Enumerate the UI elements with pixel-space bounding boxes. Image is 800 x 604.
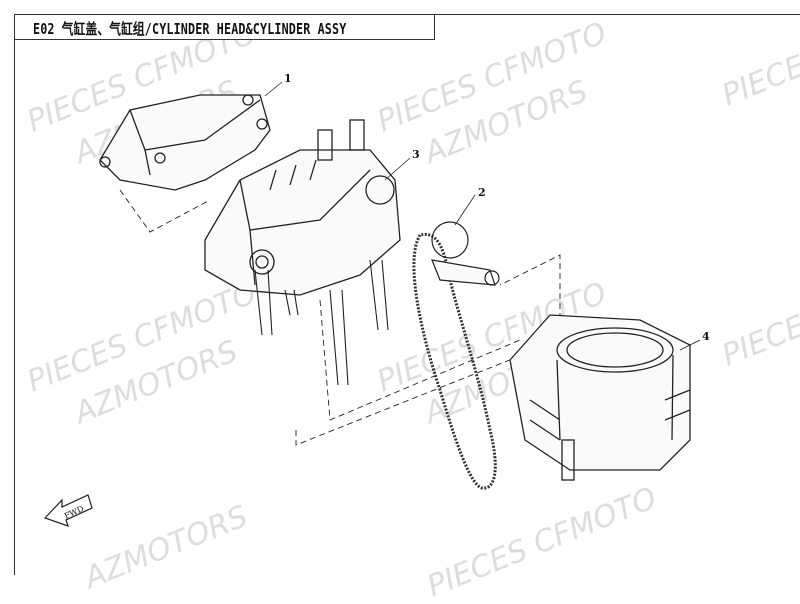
callout-2: 2 (478, 186, 486, 199)
cylinder-block (509, 314, 691, 481)
callout-leaders (264, 81, 701, 351)
cylinder-head (204, 119, 401, 296)
exploded-parts-diagram: FWD (43, 81, 701, 527)
camshaft-sprocket (431, 221, 500, 286)
valve-cover (99, 94, 271, 191)
cylinder-studs (254, 259, 389, 386)
page-title: E02 气缸盖、气缸组/CYLINDER HEAD&CYLINDER ASSY (33, 20, 347, 38)
callout-1: 1 (284, 72, 292, 85)
title-box: E02 气缸盖、气缸组/CYLINDER HEAD&CYLINDER ASSY (14, 14, 435, 40)
callout-4: 4 (702, 330, 710, 343)
fwd-arrow-icon (43, 494, 93, 527)
callout-3: 3 (412, 148, 420, 161)
